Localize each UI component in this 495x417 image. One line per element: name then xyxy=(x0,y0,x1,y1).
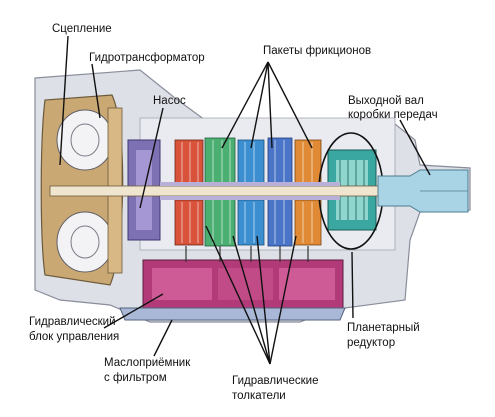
label-oil-intake-line2: с фильтром xyxy=(104,372,167,384)
label-clutch: Сцепление xyxy=(52,23,112,35)
label-friction-packs: Пакеты фрикционов xyxy=(263,45,371,57)
label-torque-converter: Гидротрансформатор xyxy=(89,52,205,64)
output-shaft xyxy=(377,169,469,213)
friction-packs xyxy=(174,137,322,247)
label-output-shaft-line2: коробки передач xyxy=(348,109,438,121)
label-hydraulic-pushers-line1: Гидравлические xyxy=(232,375,318,387)
label-planetary-line2: редуктор xyxy=(347,337,395,349)
label-pump: Насос xyxy=(153,95,186,107)
label-hydraulic-control-line2: блок управления xyxy=(29,331,119,343)
oil-intake-filter xyxy=(119,307,346,321)
label-planetary-line1: Планетарный xyxy=(347,322,420,334)
label-hydraulic-control-line1: Гидравлический xyxy=(29,316,116,328)
label-output-shaft-line1: Выходной вал xyxy=(348,95,424,107)
hydraulic-pushers xyxy=(185,246,309,262)
label-oil-intake-line1: Маслоприёмник xyxy=(104,357,191,369)
leader-lines xyxy=(59,35,431,365)
label-hydraulic-pushers-line2: толкатели xyxy=(232,390,286,402)
hydraulic-control-unit xyxy=(142,259,344,309)
